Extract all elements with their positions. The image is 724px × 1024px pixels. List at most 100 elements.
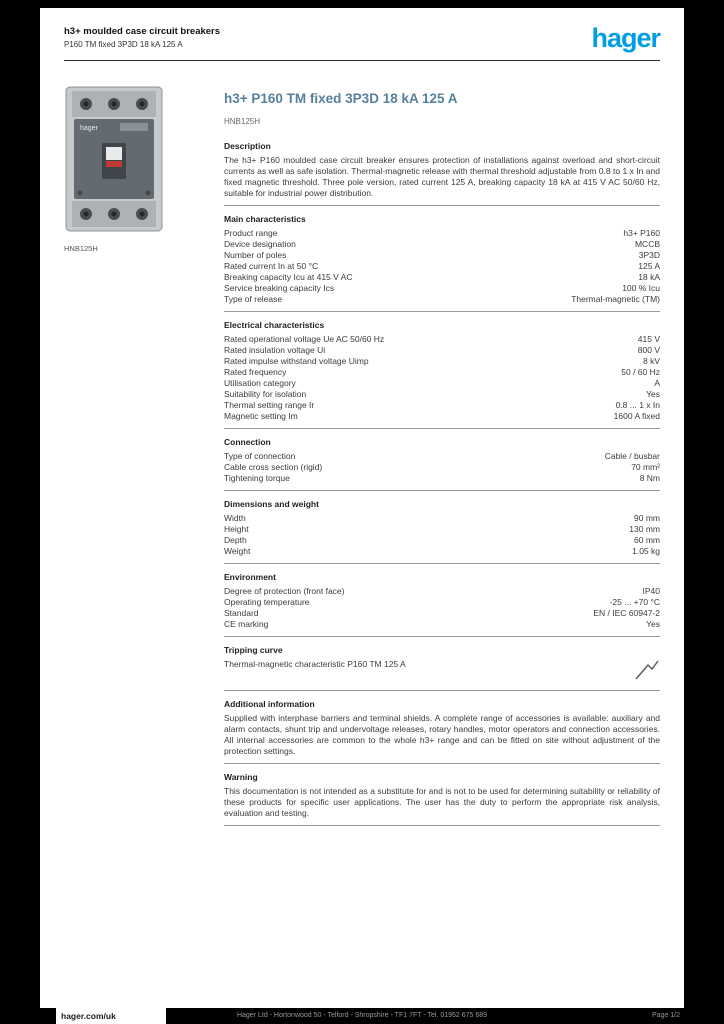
spec-label: Operating temperature [224,597,310,608]
header-divider [64,60,660,62]
section-heading: Dimensions and weight [224,499,319,510]
spec-value: 0.8 ... 1 x In [615,400,660,411]
spec-label: Weight [224,546,251,557]
spec-value: 100 % Icu [622,283,660,294]
spec-value: MCCB [634,239,660,250]
product-photo: hager [65,86,163,232]
section-heading: Main characteristics [224,214,306,225]
footer-website-link[interactable]: hager.com/uk [61,1010,116,1021]
header-text-block: h3+ moulded case circuit breakers P160 T… [64,26,220,49]
spec-row: Rated operational voltage Ue AC 50/60 Hz… [224,334,660,345]
hager-logo: hager [591,23,661,53]
spec-row: Standard EN / IEC 60947-2 [224,608,660,619]
header-reference-line: P160 TM fixed 3P3D 18 kA 125 A [64,40,183,50]
spec-label: Rated insulation voltage Ui [224,345,326,356]
spec-label: Thermal setting range Ir [224,400,315,411]
spec-label: CE marking [224,619,269,630]
section-heading: Description [224,141,271,152]
spec-row: CE marking Yes [224,619,660,630]
spec-value: Yes [646,619,660,630]
section-heading: Additional information [224,699,315,710]
spec-row: Tightening torque 8 Nm [224,473,660,484]
tripping-curve-label: Thermal-magnetic characteristic P160 TM … [224,659,406,670]
spec-label: Rated frequency [224,367,287,378]
tripping-curve-icon [634,659,660,684]
section-paragraph: The h3+ P160 moulded case circuit breake… [224,155,660,199]
spec-label: Type of release [224,294,283,305]
section-heading: Connection [224,437,271,448]
spec-label: Service breaking capacity Ics [224,283,335,294]
spec-value: 60 mm [634,535,660,546]
spec-row: Weight 1.05 kg [224,546,660,557]
spec-label: Rated current In at 50 °C [224,261,319,272]
spec-value: 8 kV [642,356,660,367]
spec-label: Device designation [224,239,296,250]
spec-value: A [654,378,660,389]
footer-website-box: hager.com/uk [56,1007,166,1024]
spec-value: 70 mm² [631,462,660,473]
spec-label: Degree of protection (front face) [224,586,345,597]
spec-row: Operating temperature-25 ... +70 °C [224,597,660,608]
spec-label: Utilisation category [224,378,296,389]
spec-row: Rated impulse withstand voltage Uimp 8 kV [224,356,660,367]
spec-label: Height [224,524,249,535]
spec-label: Rated impulse withstand voltage Uimp [224,356,369,367]
content-columns: hager HNB125H h3+ P160 TM fixed 3P3D 18 … [64,85,660,834]
spec-value: 8 Nm [639,473,660,484]
spec-column: h3+ P160 TM fixed 3P3D 18 kA 125 A HNB12… [224,85,660,834]
spec-label: Standard [224,608,259,619]
spec-value: EN / IEC 60947-2 [593,608,660,619]
section-paragraph: This documentation is not intended as a … [224,786,660,819]
spec-label: Number of poles [224,250,287,261]
tripping-curve-row: Thermal-magnetic characteristic P160 TM … [224,659,660,684]
section-paragraph: Supplied with interphase barriers and te… [224,713,660,757]
spec-value: 1.05 kg [632,546,660,557]
spec-value: 125 A [638,261,660,272]
spec-label: Depth [224,535,247,546]
spec-row: Rated frequency 50 / 60 Hz [224,367,660,378]
spec-row: Suitability for isolation Yes [224,389,660,400]
section-heading: Environment [224,572,276,583]
product-image-caption: HNB125H [64,244,98,254]
spec-value: 1600 A fixed [613,411,660,422]
spec-value: 50 / 60 Hz [621,367,660,378]
spec-label: Type of connection [224,451,296,462]
spec-label: Width [224,513,246,524]
footer-company-line: Hager Ltd - Hortonwood 50 - Telford - Sh… [236,1012,488,1019]
spec-label: Tightening torque [224,473,290,484]
spec-value: Thermal-magnetic (TM) [571,294,660,305]
spec-value: 18 kA [638,272,660,283]
section-heading: Electrical characteristics [224,320,325,331]
spec-row: Cable cross section (rigid)70 mm² [224,462,660,473]
spec-row: Degree of protection (front face) IP40 [224,586,660,597]
spec-row: Type of connection Cable / busbar [224,451,660,462]
spec-label: Suitability for isolation [224,389,307,400]
spec-value: h3+ P160 [623,228,660,239]
spec-value: Cable / busbar [604,451,660,462]
spec-row: Service breaking capacity Ics 100 % Icu [224,283,660,294]
svg-text:hager: hager [80,125,99,132]
section-heading: Warning [224,772,258,783]
datasheet-page: h3+ moulded case circuit breakers P160 T… [40,8,684,1008]
spec-row: Type of release Thermal-magnetic (TM) [224,294,660,305]
spec-value: Yes [646,389,660,400]
section-heading: Tripping curve [224,645,283,656]
spec-row: Thermal setting range Ir 0.8 ... 1 x In [224,400,660,411]
spec-value: IP40 [642,586,661,597]
header-product-line: h3+ moulded case circuit breakers [64,26,221,37]
